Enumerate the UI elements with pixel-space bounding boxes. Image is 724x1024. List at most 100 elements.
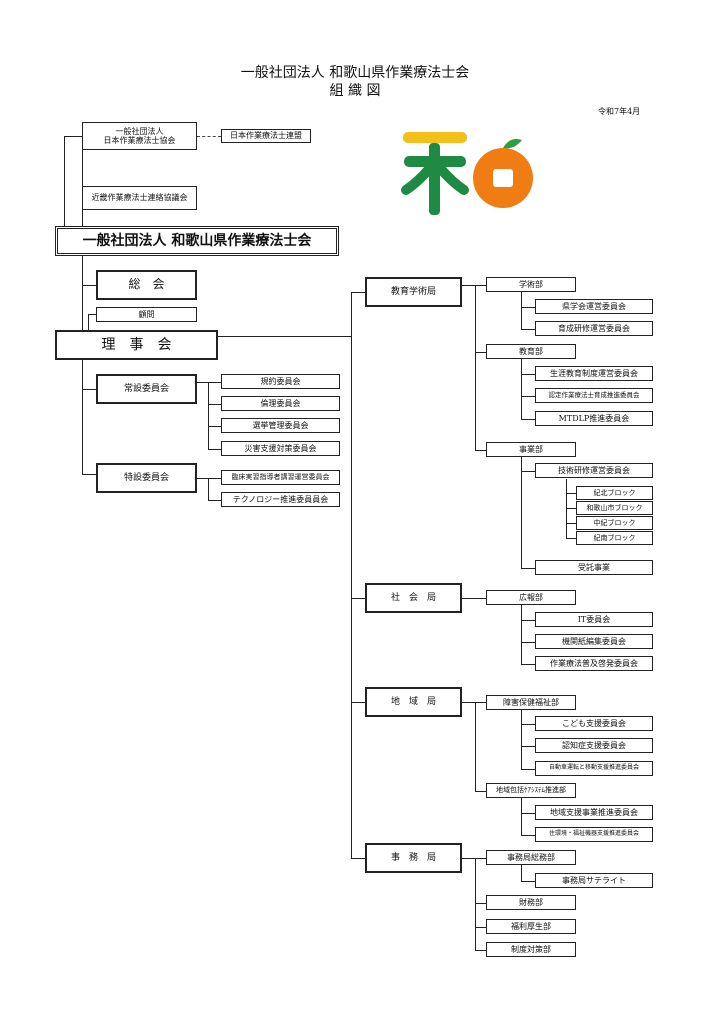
connector <box>521 746 535 747</box>
connector <box>521 865 522 881</box>
connector <box>521 471 535 472</box>
policy-dept-box: 制度対策部 <box>486 942 576 957</box>
connector <box>521 642 535 643</box>
tech-training-box: 技術研修運営委員会 <box>535 463 653 478</box>
connector <box>208 478 209 500</box>
commissioned-box: 受託事業 <box>535 560 653 575</box>
connector <box>197 382 221 383</box>
main-org-box: 一般社団法人 和歌山県作業療法士会 <box>55 226 339 256</box>
standing-item-label: 災害支援対策委員会 <box>244 443 317 453</box>
connector <box>475 927 486 928</box>
disability-item-label: こども支援委員会 <box>562 718 626 728</box>
block-label: 和歌山市ブロック <box>586 503 643 512</box>
connector <box>521 724 535 725</box>
connector <box>521 620 535 621</box>
connector <box>208 426 221 427</box>
connector <box>521 457 522 568</box>
connector <box>521 419 535 420</box>
office-bureau-label: 事 務 局 <box>390 852 436 863</box>
connector <box>521 292 522 329</box>
national-league-box: 日本作業療法士連盟 <box>221 129 311 143</box>
policy-dept-label: 制度対策部 <box>511 944 551 954</box>
pr-item-box: 作業療法普及啓発委員会 <box>535 656 653 671</box>
connector <box>521 881 535 882</box>
general-meeting-box: 総 会 <box>96 270 197 300</box>
pr-item-label: 作業療法普及啓発委員会 <box>550 658 638 668</box>
connector <box>82 285 96 286</box>
connector <box>475 702 476 791</box>
kinki-council-box: 近畿作業療法士連絡協議会 <box>82 186 197 210</box>
special-item-box: 臨床実習指導者講習運営委員会 <box>221 470 340 485</box>
connector <box>521 605 522 664</box>
satellite-label: 事務局サテライト <box>562 875 626 885</box>
region-bureau-label: 地 域 局 <box>390 696 436 707</box>
connector <box>82 150 83 186</box>
connector <box>521 374 535 375</box>
connector <box>521 359 522 419</box>
connector <box>351 702 365 703</box>
special-item-label: 臨床実習指導者講習運営委員会 <box>231 473 330 482</box>
general-affairs-box: 事務局総務部 <box>486 850 576 865</box>
association-logo <box>401 132 533 215</box>
office-bureau-box: 事 務 局 <box>365 843 462 873</box>
advisor-label: 顧問 <box>138 309 155 319</box>
standing-committee-label: 常設委員会 <box>123 383 169 394</box>
connector <box>351 858 365 859</box>
community-care-dept-label: 地域包括ｹｱｼｽﾃﾑ推進部 <box>496 786 566 795</box>
special-committee-label: 特設委員会 <box>123 472 169 483</box>
connector <box>197 478 221 479</box>
academic-item-label: 育成研修運営委員会 <box>558 323 630 333</box>
connector <box>208 382 209 449</box>
connector <box>521 396 535 397</box>
connector <box>218 336 351 337</box>
page-title: 一般社団法人 和歌山県作業療法士会 <box>240 65 470 81</box>
connector <box>197 136 221 137</box>
pr-item-box: 機関紙編集委員会 <box>535 634 653 649</box>
commissioned-label: 受託事業 <box>578 562 610 572</box>
block-label: 紀南ブロック <box>593 533 636 542</box>
block-label: 中紀ブロック <box>593 518 636 527</box>
connector <box>475 950 486 951</box>
education-item-box: 認定作業療法士育成推進委員会 <box>535 388 653 403</box>
connector <box>475 285 476 450</box>
connector <box>521 769 535 770</box>
block-label: 紀北ブロック <box>593 488 636 497</box>
finance-dept-box: 財務部 <box>486 895 576 910</box>
main-org-label: 一般社団法人 和歌山県作業療法士会 <box>82 232 312 249</box>
community-item-box: 住環境・福祉機器支援推進委員会 <box>535 827 653 842</box>
connector <box>462 858 486 859</box>
standing-item-label: 規約委員会 <box>260 376 301 386</box>
connector <box>475 352 486 353</box>
education-item-label: 生涯教育制度運営委員会 <box>550 368 638 378</box>
connector <box>475 791 486 792</box>
special-item-label: テクノロジー推進委員員会 <box>232 494 329 504</box>
block-box: 紀北ブロック <box>576 486 653 500</box>
block-box: 中紀ブロック <box>576 516 653 530</box>
connector <box>82 389 96 390</box>
connector <box>462 598 486 599</box>
connector <box>566 508 576 509</box>
standing-item-label: 選挙管理委員会 <box>252 420 309 430</box>
community-item-box: 地域支援事業推進委員会 <box>535 805 653 820</box>
connector <box>521 568 535 569</box>
connector <box>521 813 535 814</box>
community-item-label: 住環境・福祉機器支援推進委員会 <box>548 830 639 838</box>
page-subtitle: 組 織 図 <box>329 83 381 99</box>
academic-item-label: 県学会運営委員会 <box>562 301 626 311</box>
connector <box>208 404 221 405</box>
education-item-label: MTDLP推進委員会 <box>558 413 630 423</box>
satellite-box: 事務局サテライト <box>535 873 653 888</box>
connector <box>475 450 486 451</box>
society-bureau-label: 社 会 局 <box>390 592 436 603</box>
academic-dept-label: 学術部 <box>519 279 543 289</box>
connector <box>208 500 221 501</box>
disability-item-box: こども支援委員会 <box>535 716 653 731</box>
connector <box>521 835 535 836</box>
academic-dept-box: 学術部 <box>486 277 576 292</box>
projects-dept-label: 事業部 <box>519 444 543 454</box>
connector <box>521 664 535 665</box>
special-committee-box: 特設委員会 <box>96 463 197 493</box>
standing-item-box: 災害支援対策委員会 <box>221 441 340 456</box>
education-item-box: 生涯教育制度運営委員会 <box>535 366 653 381</box>
connector <box>475 903 486 904</box>
